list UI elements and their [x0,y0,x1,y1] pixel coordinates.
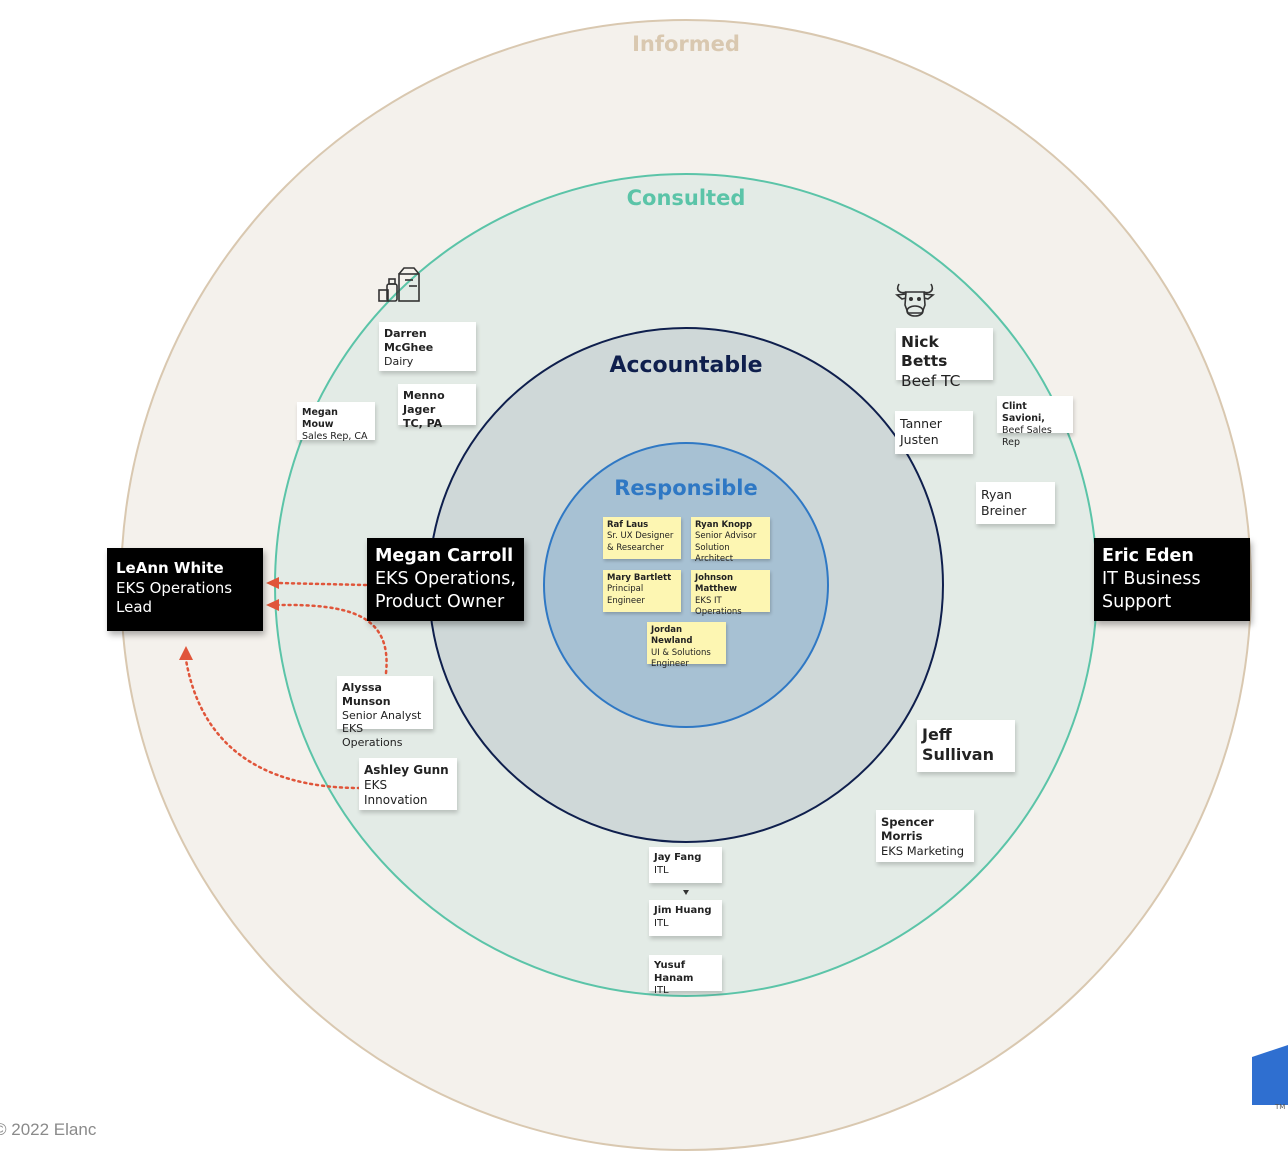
informed-label: Informed [632,32,740,56]
accountable-label: Accountable [609,353,763,378]
megan-mouw-name: Megan Mouw [302,407,338,430]
note-clint: Clint Savioni, Beef Sales Rep [997,396,1073,448]
clint-name: Clint Savioni, [1002,401,1045,424]
darren-role: Dairy [384,354,414,368]
arrowheads [179,577,279,660]
ashley-role: EKS Innovation [364,778,428,807]
ryan-knopp-name: Ryan Knopp [695,520,753,530]
spencer-name: Spencer Morris [881,815,934,844]
spencer-role: EKS Marketing [881,843,965,858]
alyssa-role: Senior Analyst EKS Operations [342,708,422,750]
megan-carroll-name: Megan Carroll [375,546,514,566]
arrowhead-2 [266,599,279,611]
arrowhead-1 [266,577,279,589]
arrow-megan-to-leann [276,581,368,587]
ryan-knopp-role: Senior Advisor Solution Architect [695,531,757,565]
mary-role: Principal Engineer [607,584,645,606]
jay-role: ITL [654,864,669,876]
menno-name: Menno Jager TC, PA [403,389,445,430]
note-tanner: Tanner Justen [895,411,973,454]
sticky-johnson: Johnson Matthew EKS IT Operations [691,570,770,617]
yusuf-role: ITL [654,985,669,996]
arrows [184,581,388,790]
eric-name: Eric Eden [1102,546,1194,566]
dairy-products-icon [378,267,420,302]
cow-head-icon [894,283,936,317]
logo-mark [1252,1045,1288,1105]
consulted-label: Consulted [626,186,746,210]
card-leann-white: LeAnn White EKS Operations Lead [107,548,263,631]
jordan-name: Jordan Newland [651,625,693,647]
raf-name: Raf Laus [607,520,649,530]
johnson-role: EKS IT Operations [695,595,742,618]
clint-role: Beef Sales Rep [1002,424,1052,448]
sticky-jordan: Jordan Newland UI & Solutions Engineer [647,622,726,669]
note-megan-mouw: Megan Mouw Sales Rep, CA [297,402,375,442]
small-down-arrow [683,890,689,895]
sticky-ryan-knopp: Ryan Knopp Senior Advisor Solution Archi… [691,517,770,564]
megan-mouw-role: Sales Rep, CA [302,430,368,442]
ryan-breiner-role: Ryan Breiner [981,487,1027,518]
note-ryan-breiner: Ryan Breiner [976,482,1055,524]
leann-role: EKS Operations Lead [116,578,233,617]
nick-role: Beef TC [901,371,961,390]
leann-name: LeAnn White [116,559,224,577]
eric-role: IT Business Support [1102,568,1201,612]
copyright-text: © 2022 Elanc [0,1120,97,1139]
note-jay: Jay Fang ITL [649,847,722,883]
yusuf-name: Yusuf Hanam [654,960,694,984]
sticky-raf: Raf Laus Sr. UX Designer & Researcher [603,517,681,559]
note-yusuf: Yusuf Hanam ITL [649,955,722,996]
note-nick: Nick Betts Beef TC [896,328,993,390]
raf-role: Sr. UX Designer & Researcher [607,531,674,553]
sticky-mary: Mary Bartlett Principal Engineer [603,570,681,612]
jim-role: ITL [654,917,669,929]
johnson-name: Johnson Matthew [695,573,737,595]
note-ashley: Ashley Gunn EKS Innovation [359,758,457,810]
megan-carroll-role: EKS Operations, Product Owner [375,568,516,612]
responsible-label: Responsible [614,476,758,500]
note-jim: Jim Huang ITL [649,900,722,936]
ashley-name: Ashley Gunn [364,763,449,777]
alyssa-name: Alyssa Munson [342,681,391,708]
arrowhead-3 [179,646,193,660]
card-megan-carroll: Megan Carroll EKS Operations, Product Ow… [367,538,524,621]
note-alyssa: Alyssa Munson Senior Analyst EKS Operati… [337,676,433,749]
tanner-role: Tanner Justen [900,416,942,447]
note-menno: Menno Jager TC, PA [398,384,476,430]
mary-name: Mary Bartlett [607,573,672,583]
jordan-role: UI & Solutions Engineer [651,647,711,670]
card-eric-eden: Eric Eden IT Business Support [1094,538,1250,621]
jeff-name: Jeff Sullivan [922,725,994,764]
darren-name: Darren McGhee [384,327,434,354]
note-jeff: Jeff Sullivan [917,720,1015,772]
trademark-text: TM [1275,1103,1286,1111]
arrow-ashley-to-leann [184,658,362,790]
responsible-ring [543,442,829,728]
jay-name: Jay Fang [654,852,702,863]
jim-name: Jim Huang [654,905,712,916]
note-darren: Darren McGhee Dairy [379,322,476,371]
nick-name: Nick Betts [901,333,948,371]
note-spencer: Spencer Morris EKS Marketing [876,810,974,862]
arrow-alyssa-to-leann [276,603,388,675]
